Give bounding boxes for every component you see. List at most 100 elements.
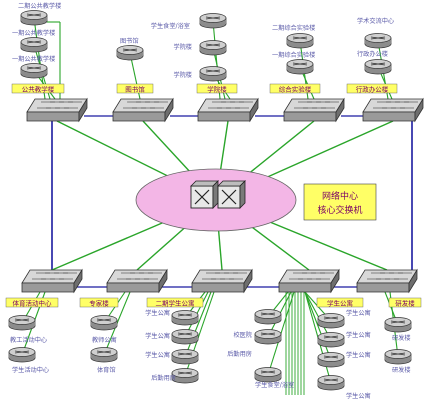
core-switch-side bbox=[239, 180, 246, 209]
switch-side bbox=[249, 97, 259, 123]
top-switch-3 bbox=[197, 97, 259, 123]
building-router bbox=[20, 37, 48, 53]
switch-front bbox=[356, 282, 410, 293]
building-router bbox=[384, 317, 412, 333]
building-label: 学生公寓 bbox=[346, 392, 371, 400]
building-router bbox=[116, 45, 144, 61]
building-router bbox=[364, 33, 392, 49]
bottom-switch-label-4-box bbox=[316, 297, 364, 308]
core-label-line1: 网络中心 bbox=[322, 190, 358, 202]
building-router bbox=[384, 349, 412, 365]
bottom-switch-5 bbox=[356, 268, 418, 294]
building-router bbox=[90, 315, 118, 331]
top-switch-label-5-box bbox=[346, 83, 398, 94]
router-arrows-icon bbox=[323, 378, 339, 382]
building-label: 学院楼 bbox=[173, 43, 192, 51]
router-arrows-icon bbox=[26, 13, 42, 17]
bottom-switch-4 bbox=[278, 268, 340, 294]
building-router bbox=[254, 367, 282, 383]
building-label: 学生食堂/浴室 bbox=[151, 22, 190, 30]
router-arrows-icon bbox=[205, 43, 221, 47]
access-line bbox=[304, 291, 332, 361]
top-switch-label-2: 图书馆 bbox=[125, 85, 145, 94]
building-router bbox=[364, 59, 392, 75]
top-switch-label-3-box bbox=[196, 83, 238, 94]
switch-side bbox=[243, 268, 253, 294]
building-router bbox=[90, 347, 118, 363]
switch-front bbox=[283, 111, 337, 122]
building-router bbox=[171, 329, 199, 345]
building-label: 学生公寓 bbox=[346, 331, 371, 339]
building-label: 学生公寓 bbox=[346, 309, 371, 317]
router-arrows-icon bbox=[205, 16, 221, 20]
switch-side bbox=[330, 268, 340, 294]
router-arrows-icon bbox=[370, 62, 386, 66]
building-label: 学生公寓 bbox=[145, 351, 170, 359]
switch-top bbox=[362, 98, 424, 113]
core-label-box bbox=[303, 183, 377, 221]
building-label: 教工活动中心 bbox=[10, 336, 47, 344]
building-label: 学生食堂/浴室 bbox=[255, 381, 294, 389]
switch-side bbox=[73, 268, 83, 294]
building-router bbox=[254, 309, 282, 325]
switch-side bbox=[164, 97, 174, 123]
switch-side bbox=[414, 97, 424, 123]
switch-top bbox=[21, 269, 83, 284]
building-label: 校医院 bbox=[233, 331, 252, 339]
bottom-switch-label-2-box bbox=[79, 297, 119, 308]
building-label: 后勤用房 bbox=[151, 374, 176, 382]
building-label: 体育馆 bbox=[97, 366, 116, 374]
top-switch-1 bbox=[26, 97, 88, 123]
core-switch-side bbox=[212, 180, 219, 209]
building-router bbox=[286, 33, 314, 49]
building-router bbox=[20, 10, 48, 26]
bottom-switch-label-1: 体育活动中心 bbox=[13, 299, 53, 308]
router-arrows-icon bbox=[323, 316, 339, 320]
bottom-switch-2 bbox=[106, 268, 168, 294]
switch-top bbox=[356, 269, 418, 284]
switch-front bbox=[362, 111, 416, 122]
switch-side bbox=[78, 97, 88, 123]
router-arrows-icon bbox=[292, 62, 308, 66]
building-router bbox=[286, 59, 314, 75]
switch-top bbox=[197, 98, 259, 113]
core-switch-2 bbox=[217, 180, 246, 209]
switch-side bbox=[335, 97, 345, 123]
router-arrows-icon bbox=[292, 36, 308, 40]
building-label: 教师公寓 bbox=[92, 336, 117, 344]
router-arrows-icon bbox=[96, 350, 112, 354]
core-switch-1 bbox=[190, 180, 219, 209]
router-arrows-icon bbox=[177, 313, 193, 317]
router-arrows-icon bbox=[205, 69, 221, 73]
router-arrows-icon bbox=[96, 318, 112, 322]
building-label: 学生活动中心 bbox=[12, 366, 49, 374]
router-arrows-icon bbox=[260, 312, 276, 316]
top-switch-label-2-box bbox=[116, 83, 154, 94]
building-label: 学院楼 bbox=[173, 71, 192, 79]
router-arrows-icon bbox=[122, 48, 138, 52]
building-router bbox=[8, 315, 36, 331]
building-router bbox=[199, 13, 227, 29]
router-arrows-icon bbox=[323, 355, 339, 359]
building-label: 图书馆 bbox=[120, 37, 139, 45]
router-arrows-icon bbox=[390, 320, 406, 324]
building-label: 一期公共教学楼 bbox=[12, 29, 55, 37]
router-arrows-icon bbox=[26, 40, 42, 44]
building-label: 二期综合实验楼 bbox=[272, 24, 315, 32]
core-label-line2: 核心交换机 bbox=[317, 204, 362, 216]
router-arrows-icon bbox=[177, 352, 193, 356]
building-router bbox=[171, 310, 199, 326]
router-arrows-icon bbox=[390, 352, 406, 356]
switch-front bbox=[278, 282, 332, 293]
bottom-switch-label-3: 二期学生公寓 bbox=[156, 299, 195, 308]
building-router bbox=[254, 329, 282, 345]
router-arrows-icon bbox=[260, 332, 276, 336]
switch-side bbox=[408, 268, 418, 294]
building-router bbox=[317, 313, 345, 329]
bottom-switch-label-4: 学生公寓 bbox=[327, 299, 353, 308]
switch-top bbox=[106, 269, 168, 284]
router-arrows-icon bbox=[177, 371, 193, 375]
bottom-switch-1 bbox=[21, 268, 83, 294]
